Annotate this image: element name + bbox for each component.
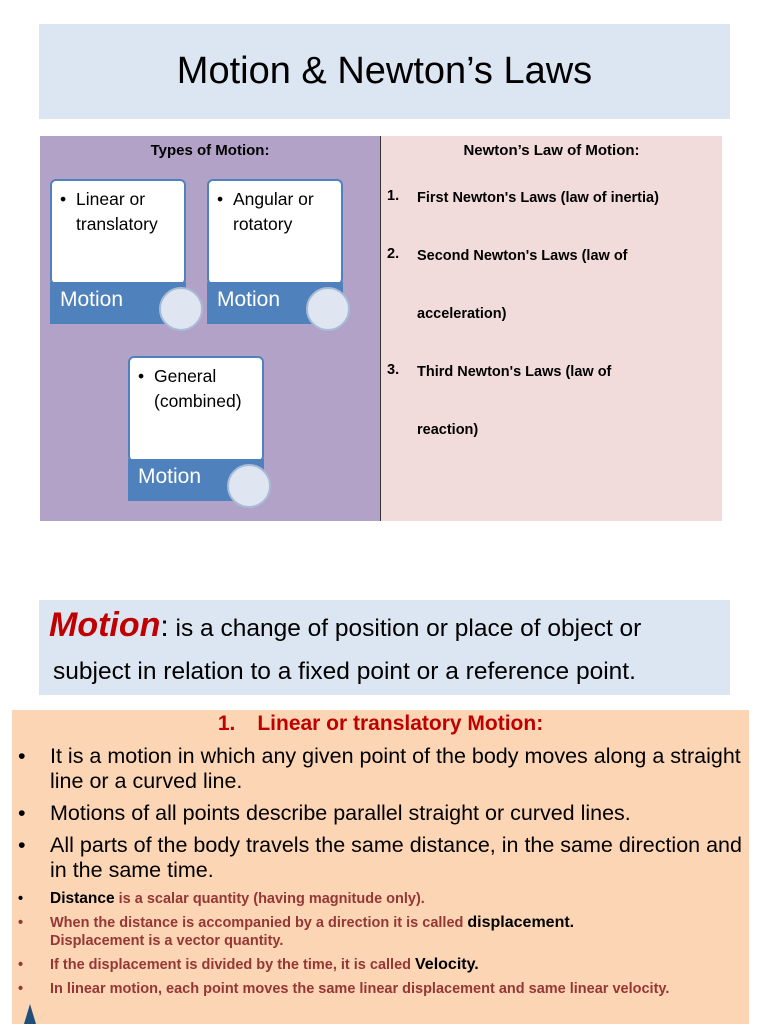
bullet: • — [18, 744, 26, 768]
detail-text: In linear motion, each point moves the s… — [50, 981, 670, 997]
definition-line-1: Motion: is a change of position or place… — [49, 606, 641, 645]
list-item: • When the distance is accompanied by a … — [18, 914, 742, 950]
bullet: • — [18, 981, 24, 997]
bullet: • — [18, 915, 24, 931]
point-text: It is a motion in which any given point … — [50, 744, 741, 793]
linear-motion-section: 1. Linear or translatory Motion: — [12, 710, 749, 1024]
detail-text: is a scalar quantity (having magnitude o… — [114, 891, 425, 907]
definition-text: is a change of position or place of obje… — [168, 615, 642, 642]
bullet: • — [18, 957, 24, 973]
bullet: • — [18, 801, 26, 825]
list-item: • Distance is a scalar quantity (having … — [18, 890, 742, 908]
motion-card-body: • Linear or translatory — [50, 179, 186, 285]
heading-text: Linear or translatory Motion: — [257, 712, 544, 735]
point-text: Motions of all points describe parallel … — [50, 801, 631, 825]
motion-definition: Motion: is a change of position or place… — [39, 600, 730, 695]
card-text-line1: General — [154, 366, 217, 386]
law-text: Second Newton's Laws (law of — [417, 248, 628, 264]
list-item: • It is a motion in which any given point… — [18, 744, 742, 794]
motion-card-body: • General (combined) — [128, 356, 264, 462]
card-text-line1: Angular or — [233, 189, 314, 209]
types-of-motion-heading: Types of Motion: — [150, 142, 270, 159]
definition-colon: : — [160, 610, 169, 643]
law-text-continued: reaction) — [417, 422, 479, 438]
circle-decoration — [227, 464, 271, 508]
law-item: 1. First Newton's Laws (law of inertia) — [387, 188, 717, 208]
detail-text-continued: Displacement is a vector quantity. — [50, 933, 284, 949]
heading-number: 1. — [217, 712, 236, 735]
linear-motion-heading: 1. Linear or translatory Motion: — [12, 712, 749, 736]
arrow-shape-decoration — [24, 1004, 36, 1024]
linear-motion-details: • Distance is a scalar quantity (having … — [18, 890, 742, 998]
newtons-laws-list: 1. First Newton's Laws (law of inertia) … — [387, 188, 717, 440]
motion-card-body: • Angular or rotatory — [207, 179, 343, 285]
definition-line-2: subject in relation to a fixed point or … — [53, 658, 636, 685]
law-text: Third Newton's Laws (law of — [417, 364, 612, 380]
list-item: • If the displacement is divided by the … — [18, 956, 742, 974]
law-text: First Newton's Laws (law of inertia) — [417, 190, 659, 206]
list-item: • In linear motion, each point moves the… — [18, 980, 742, 998]
law-item: 3. Third Newton's Laws (law of reaction) — [387, 362, 717, 440]
term-velocity: Velocity. — [415, 956, 479, 973]
detail-text: When the distance is accompanied by a di… — [50, 915, 468, 931]
point-text: All parts of the body travels the same d… — [50, 833, 742, 882]
law-number: 1. — [387, 188, 400, 204]
list-item: • All parts of the body travels the same … — [18, 833, 742, 883]
card-text-line1: Linear or — [76, 189, 146, 209]
bullet: • — [18, 833, 26, 857]
newtons-laws-heading: Newton’s Law of Motion: — [463, 142, 640, 159]
card-text-line2: rotatory — [233, 214, 293, 234]
bullet: • — [217, 189, 224, 209]
bullet: • — [18, 891, 24, 907]
law-text-continued: acceleration) — [417, 306, 507, 322]
law-number: 2. — [387, 246, 400, 262]
bullet: • — [138, 366, 145, 386]
circle-decoration — [159, 287, 203, 331]
term-displacement: displacement. — [467, 914, 575, 931]
types-of-motion-panel: Types of Motion: •Linear or translatory … — [40, 136, 381, 521]
definition-keyword: Motion — [49, 606, 161, 644]
list-item: • Motions of all points describe parallel… — [18, 801, 742, 826]
linear-motion-points: • It is a motion in which any given point… — [18, 744, 742, 890]
bullet: • — [60, 189, 67, 209]
law-item: 2. Second Newton's Laws (law of accelera… — [387, 246, 717, 324]
newtons-laws-panel: Newton’s Law of Motion: 1. First Newton'… — [381, 136, 722, 521]
circle-decoration — [306, 287, 350, 331]
term-distance: Distance — [50, 890, 115, 907]
card-text-line2: translatory — [76, 214, 158, 234]
title-banner: Motion & Newton’s Laws — [39, 24, 730, 119]
page-title: Motion & Newton’s Laws — [176, 50, 593, 92]
card-text-line2: (combined) — [154, 391, 242, 411]
law-number: 3. — [387, 362, 400, 378]
detail-text: If the displacement is divided by the ti… — [50, 957, 416, 973]
